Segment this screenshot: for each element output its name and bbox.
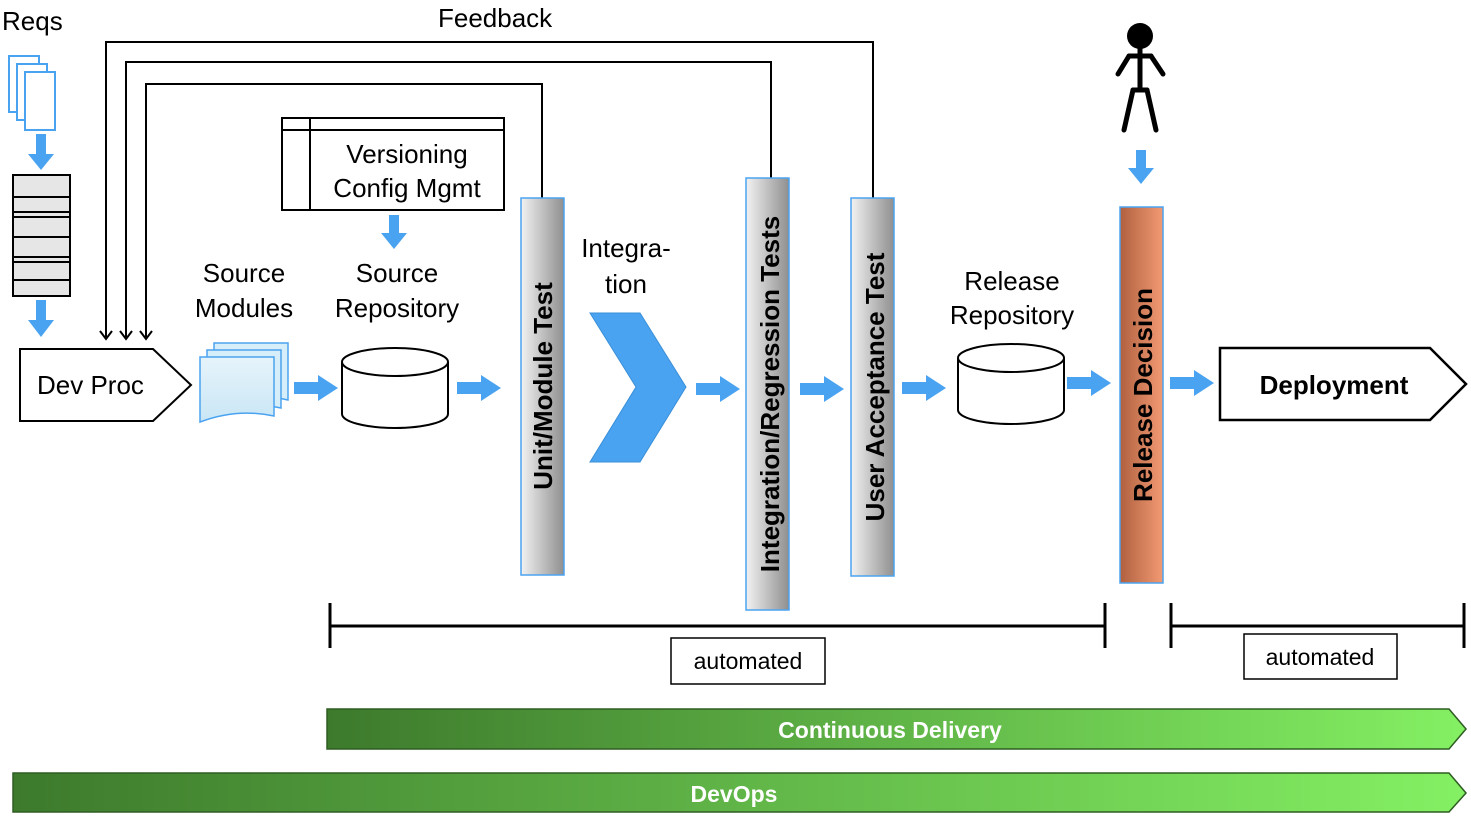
down-arrow-icon	[28, 300, 54, 337]
automated-bracket-1	[328, 603, 1107, 648]
automated-label-1: automated	[694, 648, 803, 674]
continuous-delivery-arrow	[326, 708, 1467, 750]
release-repo-label-2: Repository	[950, 300, 1074, 330]
person-icon	[1115, 23, 1166, 133]
down-arrow-icon	[1128, 150, 1154, 184]
automated-bracket-2	[1169, 603, 1466, 648]
unit-test-label: Unit/Module Test	[528, 282, 558, 490]
feedback-arrowheads	[99, 330, 153, 341]
source-modules-label-2: Modules	[195, 293, 293, 323]
integration-label-1: Integra-	[581, 233, 671, 263]
source-repo-label-1: Source	[356, 258, 438, 288]
release-decision-label: Release Decision	[1128, 288, 1158, 502]
integration-chevron-icon	[589, 312, 687, 463]
uat-bar	[850, 197, 895, 577]
deployment-label: Deployment	[1260, 370, 1409, 400]
deployment-shape	[1218, 346, 1468, 422]
uat-label: User Acceptance Test	[860, 252, 890, 521]
down-arrow-icon	[381, 215, 407, 249]
feedback-loops	[105, 41, 874, 337]
reqs-label: Reqs	[2, 6, 63, 36]
config-mgmt-label: Config Mgmt	[333, 173, 481, 203]
integration-label-2: tion	[605, 269, 647, 299]
source-repository-cylinder	[341, 347, 449, 429]
versioning-config-table	[281, 117, 505, 211]
source-repo-label-2: Repository	[335, 293, 459, 323]
requirements-docs-icon	[8, 55, 56, 131]
devops-arrow	[12, 772, 1467, 813]
backlog-stack-icon	[12, 174, 71, 297]
versioning-label: Versioning	[346, 139, 467, 169]
source-modules-label-1: Source	[203, 258, 285, 288]
continuous-delivery-label: Continuous Delivery	[778, 717, 1002, 743]
devops-label: DevOps	[691, 781, 778, 807]
integration-tests-label: Integration/Regression Tests	[755, 216, 785, 572]
source-modules-icon	[199, 342, 289, 424]
release-repository-cylinder	[957, 343, 1065, 425]
release-repo-label-1: Release	[964, 266, 1059, 296]
down-arrow-icon	[28, 134, 54, 170]
flow-arrows	[294, 370, 1214, 402]
integration-tests-bar	[745, 177, 790, 611]
feedback-label: Feedback	[438, 3, 553, 33]
dev-proc-label: Dev Proc	[37, 370, 144, 400]
automated-box-1	[670, 637, 826, 685]
unit-test-bar	[520, 197, 565, 576]
dev-proc-shape	[19, 348, 193, 422]
automated-label-2: automated	[1266, 644, 1375, 670]
automated-box-2	[1243, 633, 1398, 680]
release-decision-bar	[1119, 206, 1164, 584]
